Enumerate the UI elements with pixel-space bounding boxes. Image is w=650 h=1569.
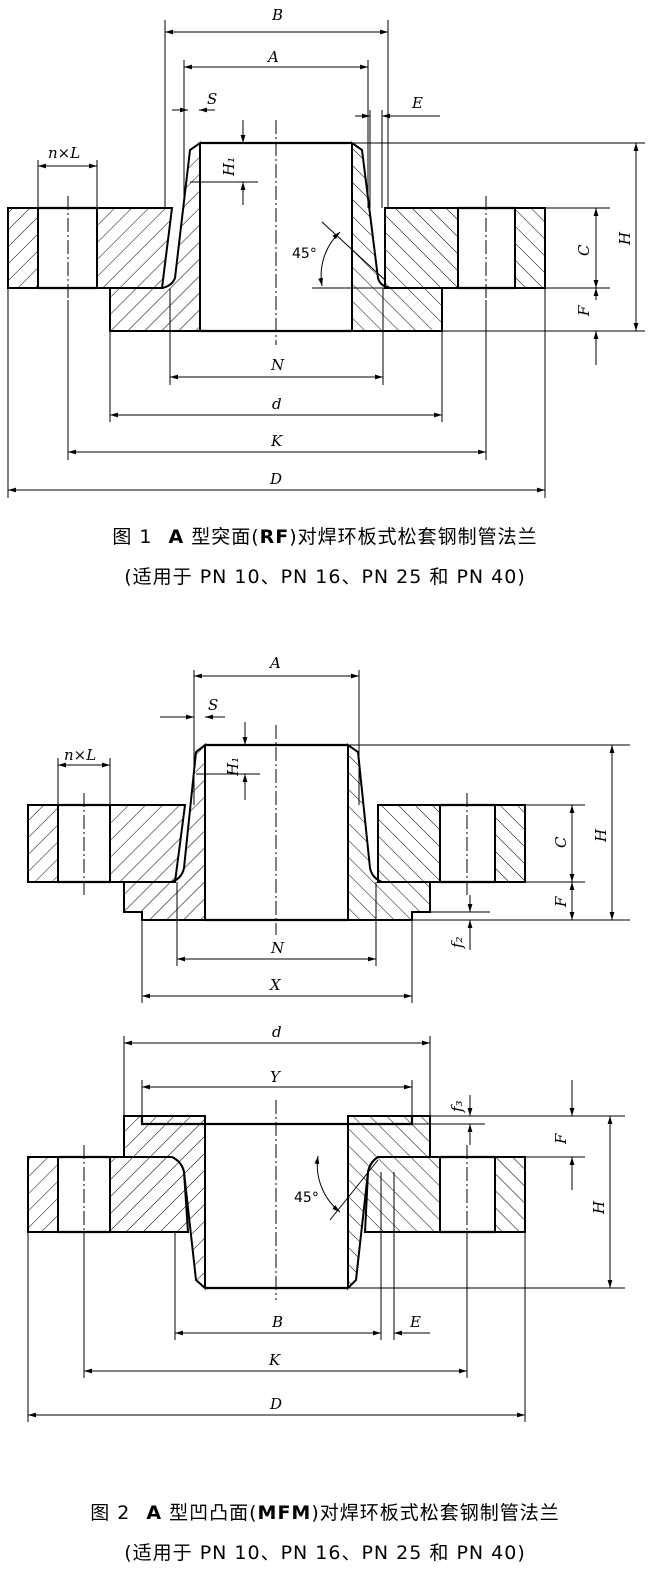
fig2-label-nxL: n×L [64,746,96,764]
fig1-plate-left-inner [96,207,174,289]
fig2-label-H: H [592,828,610,843]
fig1-label-F: F [575,305,593,317]
fig1-label-K: K [270,432,283,450]
fig1-label-angle: 45° [292,246,317,262]
fig1-label-B: B [271,6,283,24]
fig2-label-Y: Y [270,1068,282,1086]
figure-2-number: 图 2 [90,1502,131,1524]
fig2-label-F: F [552,896,570,908]
figure-1-drawing: B A S E n×L H₁ 45° C H F N d K D [7,6,645,498]
figure-1-number: 图 1 [112,526,153,548]
fig1-label-D: D [269,470,282,488]
fig1-plate-right-outer [514,207,546,289]
fig1-plate-right-inner [384,207,459,289]
fig1-label-A: A [266,48,279,66]
fig1-label-N: N [270,356,285,374]
fig2-label-H-lower: H [590,1200,608,1215]
fig2-label-f3: f₃ [448,1100,466,1113]
fig1-label-H: H [616,231,634,246]
fig2-label-A: A [268,654,281,672]
fig1-label-S: S [207,90,217,108]
fig1-stub-right [351,141,443,332]
fig2-label-f2: f₂ [448,936,466,949]
fig2-label-X: X [269,976,282,994]
fig1-label-E: E [411,94,423,112]
fig2-label-S: S [208,696,218,714]
fig2-label-K: K [268,1351,281,1369]
fig2-label-B: B [271,1313,283,1331]
fig1-label-H1: H₁ [220,157,238,177]
fig2-label-d: d [272,1023,282,1041]
figure-2-lower-drawing: d Y f₃ F 45° H B E K D [27,1023,625,1422]
fig2-label-D: D [269,1395,282,1413]
fig1-label-d: d [272,395,282,413]
figure-2-upper-drawing: A S n×L H₁ C H F f₂ N X [27,654,630,1003]
fig2-label-N: N [270,939,285,957]
fig2-label-C: C [552,836,570,848]
fig1-label-C: C [575,244,593,256]
figure-1-applicability: (适用于 PN 10、PN 16、PN 25 和 PN 40) [124,566,526,588]
fig1-stub-left [109,141,201,332]
fig1-plate-left-outer [7,207,39,289]
figure-2-applicability: (适用于 PN 10、PN 16、PN 25 和 PN 40) [124,1542,526,1564]
fig1-label-nxL: n×L [48,144,80,162]
fig2-label-E: E [409,1313,421,1331]
fig2-label-angle: 45° [294,1190,319,1206]
fig2-label-H1: H₁ [224,757,242,777]
fig2-label-F-lower: F [552,1133,570,1145]
